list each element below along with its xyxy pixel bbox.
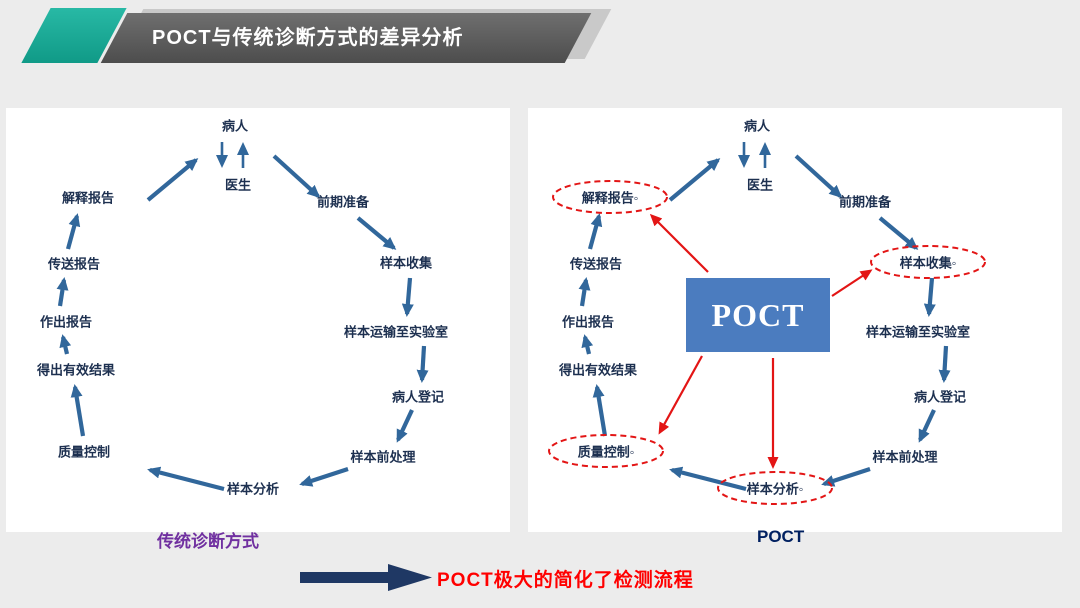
- highlight-ellipse-analyze: [717, 471, 833, 505]
- red-arrow-to-collect: [831, 269, 873, 297]
- node-preparation-poct: 前期准备: [838, 194, 892, 210]
- node-patient-registration-poct: 病人登记: [913, 389, 967, 405]
- red-arrow-to-interpret: [649, 213, 709, 273]
- node-patient-registration: 病人登记: [391, 389, 445, 405]
- node-preparation: 前期准备: [316, 194, 370, 210]
- poct-center-box: POCT: [686, 278, 830, 352]
- highlight-ellipse-interpret: [552, 180, 668, 214]
- conclusion-text: POCT极大的简化了检测流程: [437, 570, 694, 591]
- node-sample-collection: 样本收集: [379, 255, 433, 271]
- node-transport-to-lab-poct: 样本运输至实验室: [865, 324, 971, 340]
- patient-doctor-arrows: [738, 142, 771, 168]
- node-interpret-report-poct: 解释报告◦: [581, 190, 639, 206]
- patient-doctor-arrows: [216, 142, 249, 168]
- node-sample-analysis-poct: 样本分析◦: [746, 481, 804, 497]
- node-make-report-poct: 作出报告: [561, 314, 615, 330]
- node-patient: 病人: [221, 118, 249, 134]
- red-arrow-to-qc: [658, 355, 703, 435]
- caption-poct: POCT: [757, 527, 805, 546]
- node-valid-results: 得出有效结果: [36, 362, 116, 378]
- node-send-report-poct: 传送报告: [569, 256, 623, 272]
- node-valid-results-poct: 得出有效结果: [558, 362, 638, 378]
- node-patient-poct: 病人: [743, 118, 771, 134]
- node-sample-collection-poct: 样本收集◦: [899, 255, 957, 271]
- poct-cycle-arrows: [548, 142, 986, 505]
- node-interpret-report: 解释报告: [61, 190, 115, 206]
- node-sample-pretreatment-poct: 样本前处理: [872, 449, 938, 465]
- caption-traditional: 传统诊断方式: [157, 532, 259, 551]
- node-doctor: 医生: [224, 177, 252, 193]
- highlight-ellipse-qc: [548, 434, 664, 468]
- poct-diagram-panel: 病人 医生 解释报告◦ 前期准备 传送报告 样本收集◦ 作出报告 样本运输至实验…: [528, 108, 1062, 532]
- node-sample-analysis: 样本分析: [226, 481, 280, 497]
- node-send-report: 传送报告: [47, 256, 101, 272]
- node-transport-to-lab: 样本运输至实验室: [343, 324, 449, 340]
- page-title: POCT与传统诊断方式的差异分析: [152, 27, 464, 49]
- node-doctor-poct: 医生: [746, 177, 774, 193]
- highlight-ellipse-collect: [870, 245, 986, 279]
- node-sample-pretreatment: 样本前处理: [350, 449, 416, 465]
- node-make-report: 作出报告: [39, 314, 93, 330]
- traditional-cycle-arrows: [56, 142, 429, 492]
- traditional-diagram-panel: 病人 医生 解释报告 前期准备 传送报告 样本收集 作出报告 样本运输至实验室 …: [6, 108, 510, 532]
- right-arrow-icon: [300, 564, 432, 591]
- node-quality-control: 质量控制: [57, 444, 111, 460]
- node-quality-control-poct: 质量控制◦: [577, 444, 635, 460]
